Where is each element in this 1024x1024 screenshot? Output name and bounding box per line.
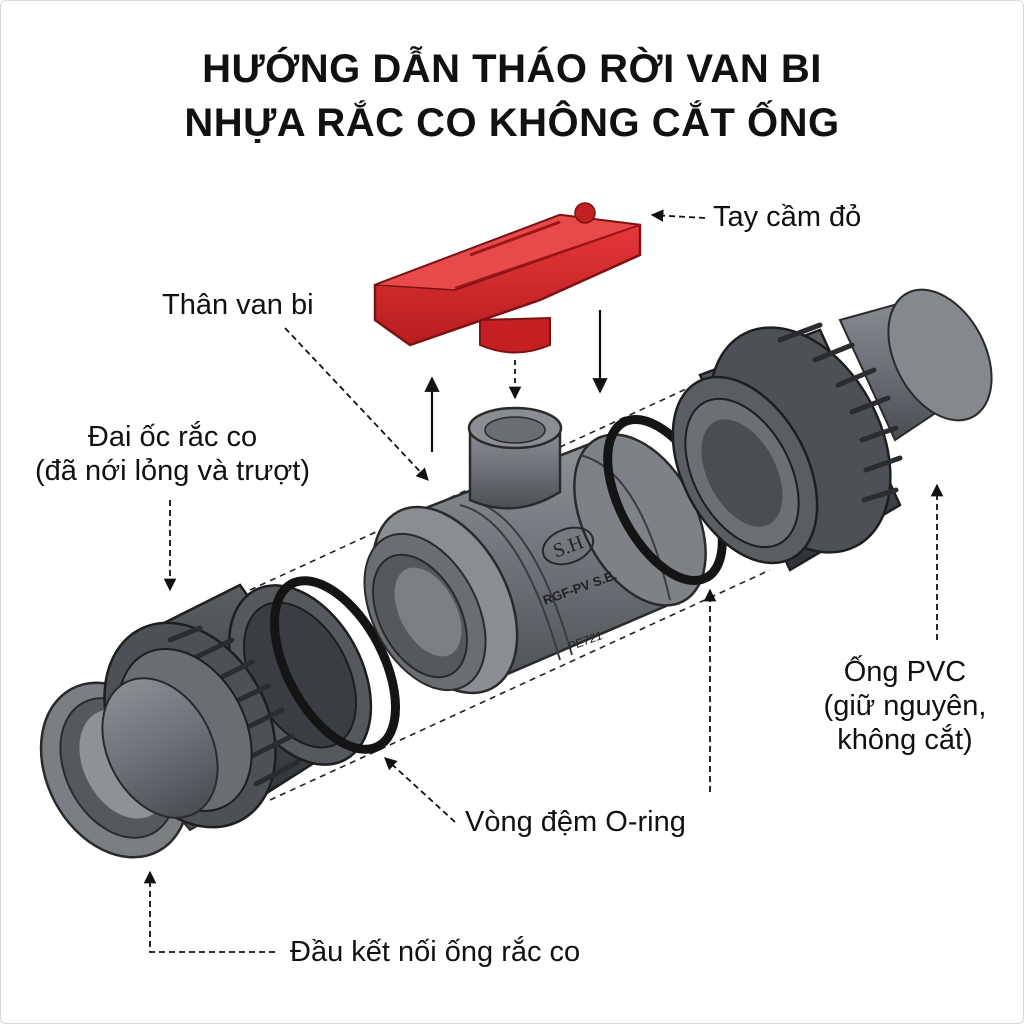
label-end-connector: Đầu kết nối ống rắc co xyxy=(290,935,580,969)
leader-end-connector xyxy=(150,872,275,952)
label-o-ring: Vòng đệm O-ring xyxy=(465,805,686,839)
label-pvc-line2: (giữ nguyên, xyxy=(800,689,1010,723)
left-end-connector xyxy=(12,561,400,883)
label-handle: Tay cầm đỏ xyxy=(713,200,861,234)
leader-handle xyxy=(652,215,705,218)
leader-oring-left xyxy=(385,758,455,822)
label-pvc-line1: Ống PVC xyxy=(800,655,1010,689)
label-pvc-pipe: Ống PVC (giữ nguyên, không cắt) xyxy=(800,655,1010,757)
label-pvc-line3: không cắt) xyxy=(800,723,1010,757)
label-union-nut-line2: (đã nới lỏng và trượt) xyxy=(20,454,325,488)
label-valve-body: Thân van bi xyxy=(162,288,314,322)
label-union-nut: Đai ốc rắc co (đã nới lỏng và trượt) xyxy=(20,420,325,488)
label-union-nut-line1: Đai ốc rắc co xyxy=(20,420,325,454)
